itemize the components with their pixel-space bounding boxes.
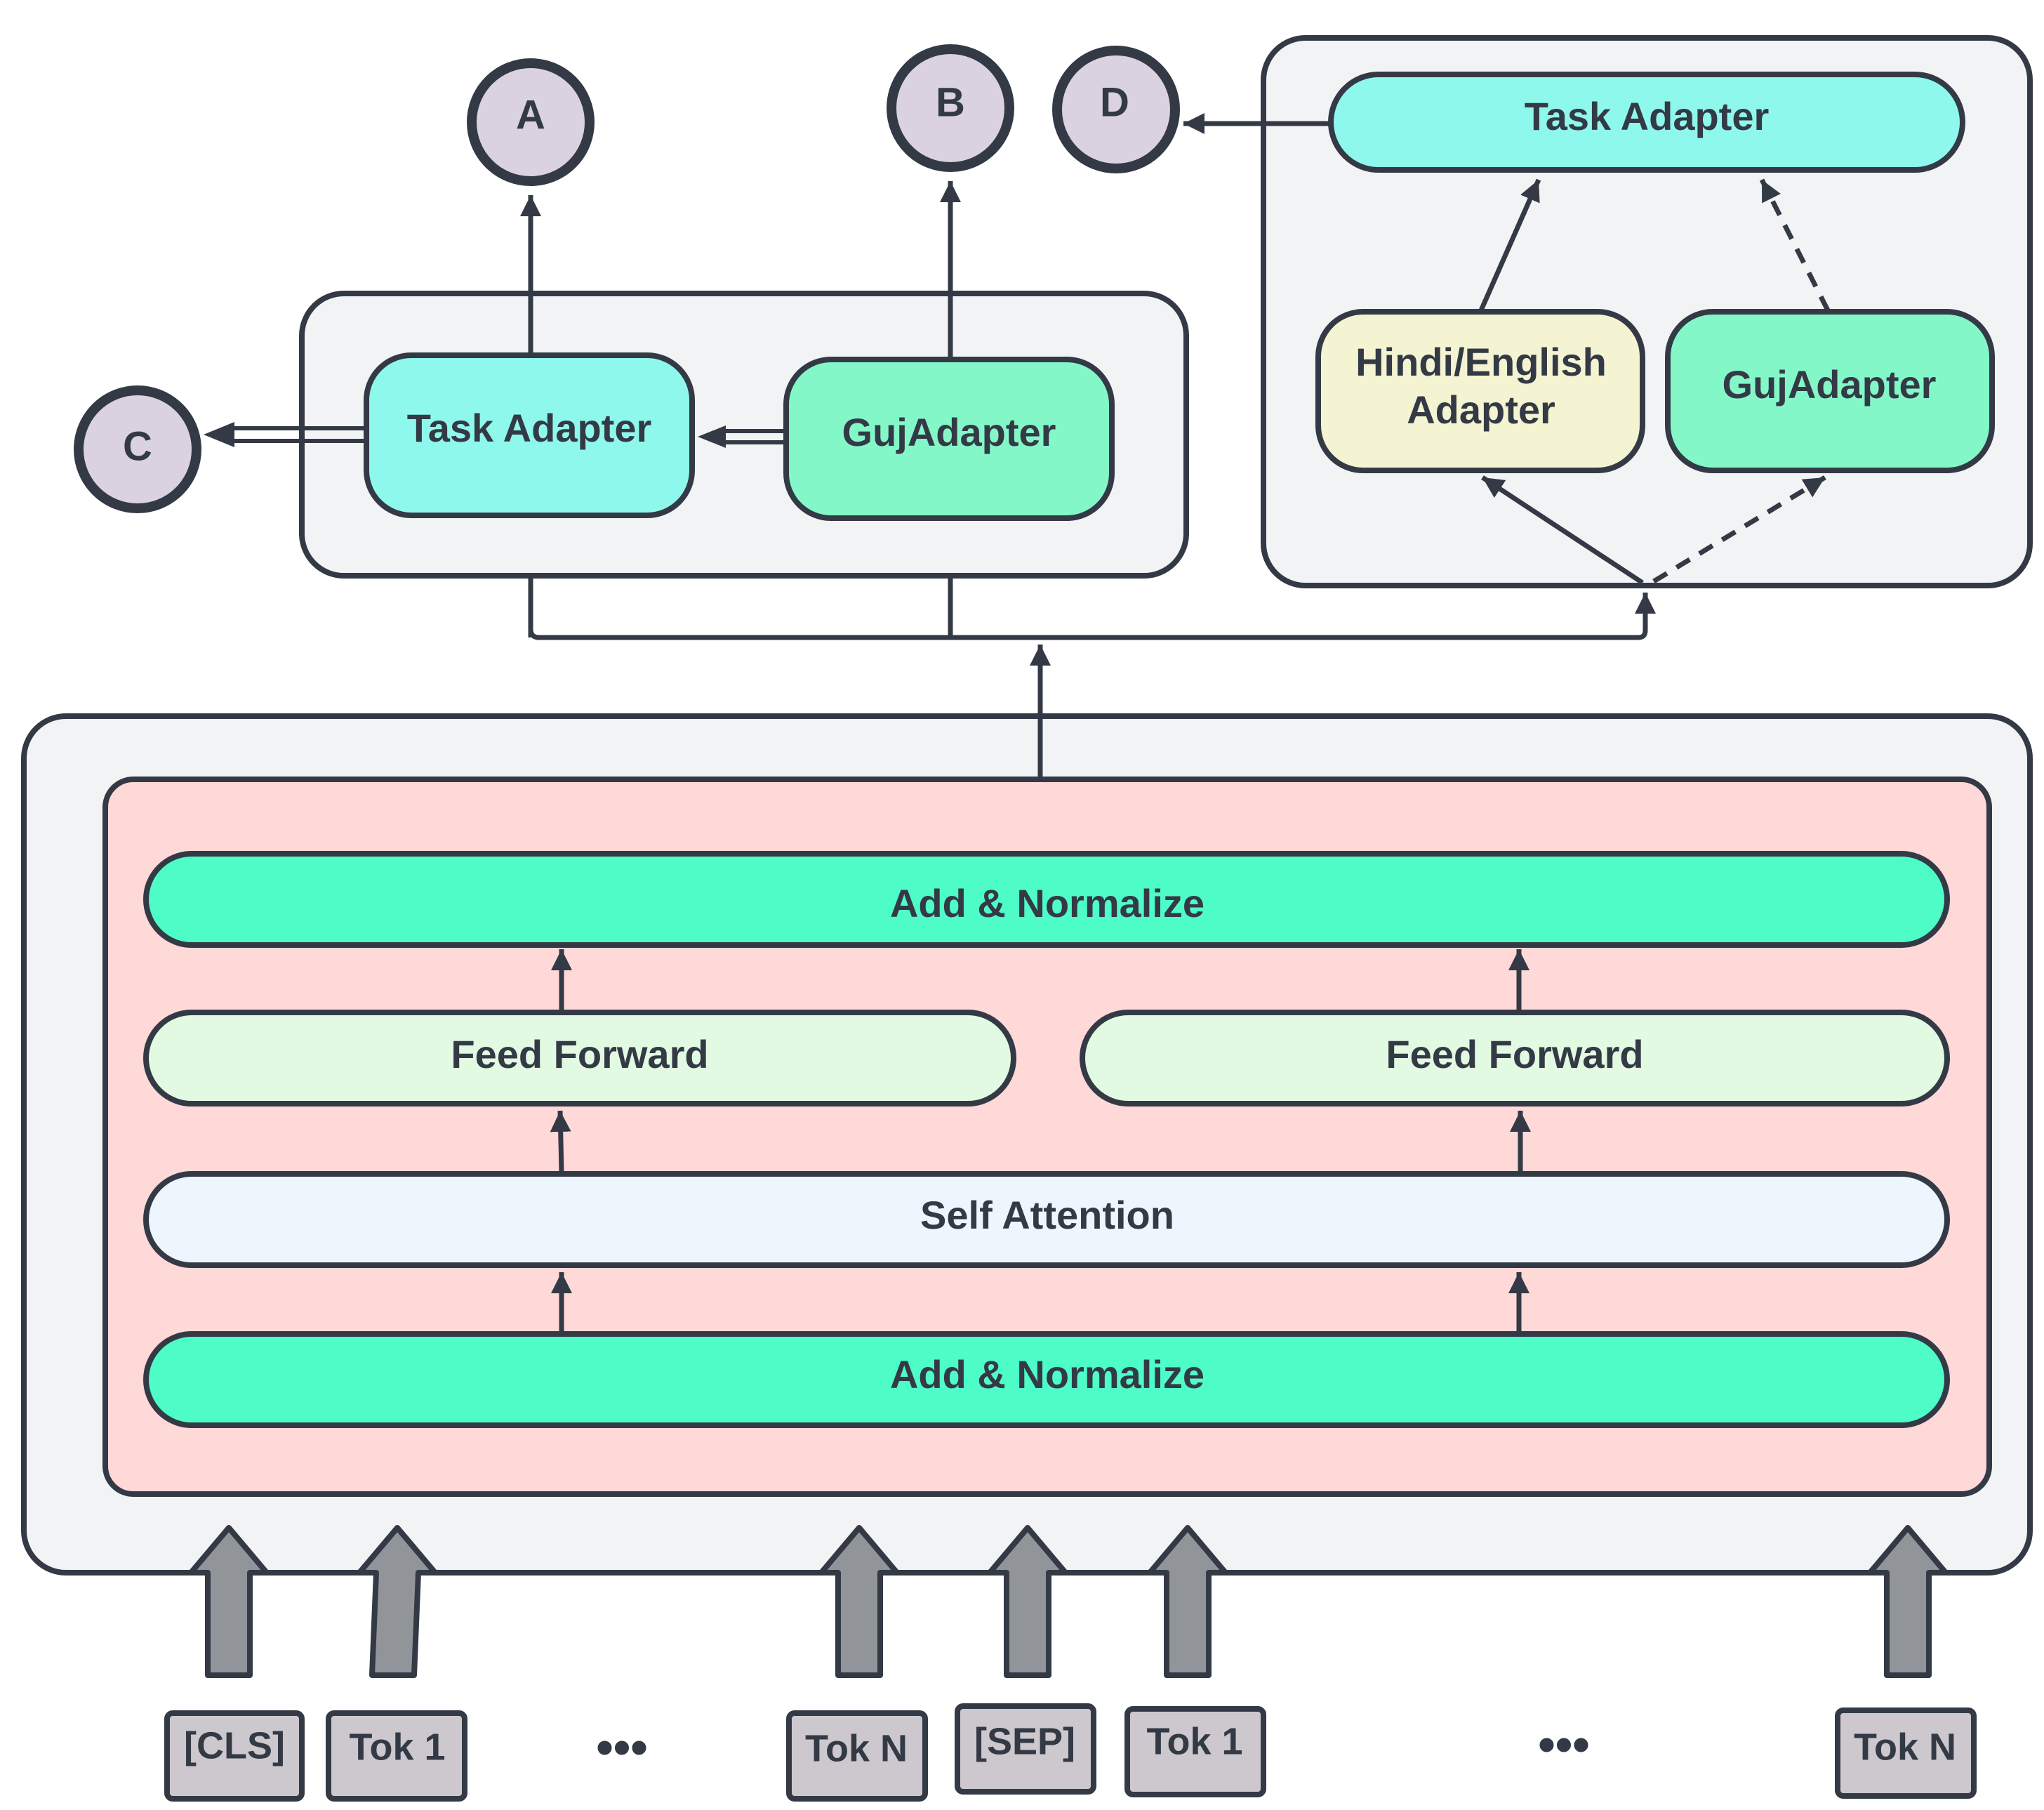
token-arrow-3 — [818, 1525, 900, 1678]
task-adapter-2-label: Task Adapter — [1525, 94, 1770, 138]
output-circle-a: A — [467, 58, 595, 186]
hindi-english-adapter — [1315, 309, 1645, 473]
token-arrow-4 — [987, 1525, 1068, 1678]
guj-adapter-2 — [1665, 309, 1995, 473]
task-adapter-1-label: Task Adapter — [407, 406, 652, 450]
token-arrow-5 — [1147, 1525, 1228, 1678]
ellipsis-2: ••• — [1538, 1717, 1590, 1771]
token-tokn-a: Tok N — [786, 1710, 928, 1802]
task-adapter-1 — [364, 352, 695, 518]
ellipsis-1: ••• — [596, 1719, 648, 1774]
add-normalize-top — [143, 851, 1950, 948]
hindi-english-adapter-label-line2: Adapter — [1407, 388, 1555, 432]
token-sep-label: [SEP] — [974, 1720, 1075, 1762]
token-arrow-6 — [1867, 1525, 1949, 1678]
feed-forward-right — [1080, 1010, 1950, 1107]
add-normalize-top-label: Add & Normalize — [890, 881, 1204, 925]
token-cls-label: [CLS] — [184, 1724, 285, 1766]
output-c-label: C — [123, 423, 152, 469]
token-input-arrows — [188, 1525, 1949, 1678]
token-cls: [CLS] — [164, 1710, 305, 1802]
token-sep: [SEP] — [955, 1703, 1096, 1795]
double-arrows — [232, 426, 785, 444]
arrowhead-to-c — [204, 422, 234, 447]
guj-adapter-2-label: GujAdapter — [1723, 362, 1937, 407]
token-tokn-b-label: Tok N — [1854, 1726, 1956, 1768]
token-tok1-b: Tok 1 — [1124, 1706, 1266, 1797]
token-tok1-a-label: Tok 1 — [349, 1726, 445, 1768]
encoder-internal-arrows — [550, 949, 1531, 1333]
token-arrow-2 — [357, 1525, 438, 1678]
output-circle-c: C — [74, 385, 201, 513]
add-normalize-bottom-label: Add & Normalize — [890, 1352, 1204, 1396]
self-attention — [143, 1171, 1950, 1268]
task-adapter-2 — [1328, 72, 1965, 173]
self-attention-label: Self Attention — [920, 1193, 1174, 1237]
token-arrow-1 — [188, 1525, 270, 1678]
feed-forward-left — [143, 1010, 1016, 1107]
output-arrows — [520, 181, 961, 358]
guj-adapter-1-label: GujAdapter — [842, 410, 1056, 454]
token-tok1-b-label: Tok 1 — [1146, 1720, 1242, 1762]
output-d-label: D — [1100, 79, 1129, 125]
guj-adapter-1 — [783, 357, 1115, 521]
feed-forward-left-label: Feed Forward — [451, 1032, 708, 1076]
token-tokn-b: Tok N — [1835, 1707, 1977, 1799]
output-circle-b: B — [887, 44, 1014, 172]
output-circle-d: D — [1052, 46, 1180, 173]
add-normalize-bottom — [143, 1331, 1950, 1428]
box2-arrows — [1183, 113, 1831, 585]
output-b-label: B — [936, 79, 965, 125]
output-a-label: A — [516, 92, 545, 138]
hindi-english-adapter-label-line1: Hindi/English — [1355, 340, 1607, 384]
arrowhead-to-task-adapter — [698, 425, 726, 448]
token-tokn-a-label: Tok N — [805, 1727, 908, 1769]
feed-forward-right-label: Feed Forward — [1386, 1032, 1643, 1076]
token-tok1-a: Tok 1 — [326, 1710, 467, 1802]
